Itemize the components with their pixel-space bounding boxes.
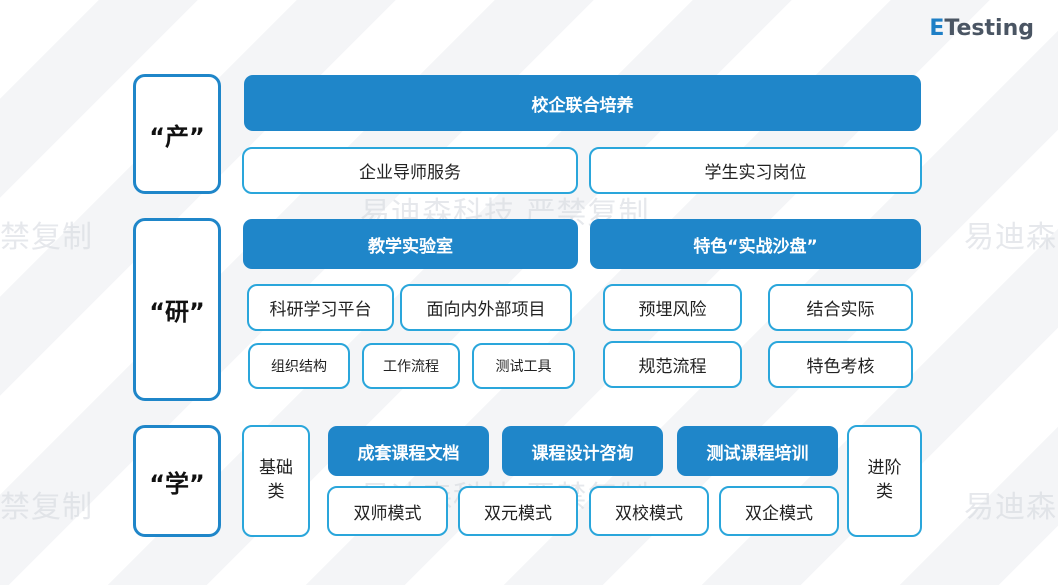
item-research-platform: 科研学习平台 (247, 284, 394, 331)
logo-mark: E (929, 16, 945, 41)
header-teaching-lab: 教学实验室 (243, 219, 578, 269)
item-test-tools: 测试工具 (472, 343, 575, 389)
item-org-structure: 组织结构 (248, 343, 350, 389)
header-school-enterprise-training: 校企联合培养 (244, 75, 921, 131)
item-workflow: 工作流程 (362, 343, 460, 389)
item-student-internship: 学生实习岗位 (589, 147, 922, 194)
header-sandbox: 特色“实战沙盘” (590, 219, 921, 269)
item-dual-enterprise: 双企模式 (719, 486, 839, 536)
watermark: 禁复制 (0, 490, 93, 525)
item-assessment: 特色考核 (768, 341, 913, 388)
item-enterprise-mentor: 企业导师服务 (242, 147, 578, 194)
watermark: 易迪森 (964, 220, 1057, 255)
watermark: 禁复制 (0, 220, 93, 255)
item-advanced: 进阶类 (847, 425, 922, 537)
item-dual-school: 双校模式 (589, 486, 709, 536)
item-dual-teacher: 双师模式 (327, 486, 448, 536)
item-process: 规范流程 (603, 341, 742, 388)
header-course-consulting: 课程设计咨询 (502, 426, 663, 476)
watermark: 易迪森 (964, 490, 1057, 525)
section-label-yan: “研” (133, 218, 221, 401)
item-projects: 面向内外部项目 (400, 284, 572, 331)
section-label-chan: “产” (133, 74, 221, 194)
section-label-xue: “学” (133, 425, 221, 537)
logo-text: Testing (944, 16, 1034, 41)
item-basic: 基础类 (242, 425, 310, 537)
item-dual-element: 双元模式 (458, 486, 578, 536)
item-risk: 预埋风险 (603, 284, 742, 331)
header-test-training: 测试课程培训 (677, 426, 838, 476)
header-course-docs: 成套课程文档 (328, 426, 489, 476)
item-practical: 结合实际 (768, 284, 913, 331)
